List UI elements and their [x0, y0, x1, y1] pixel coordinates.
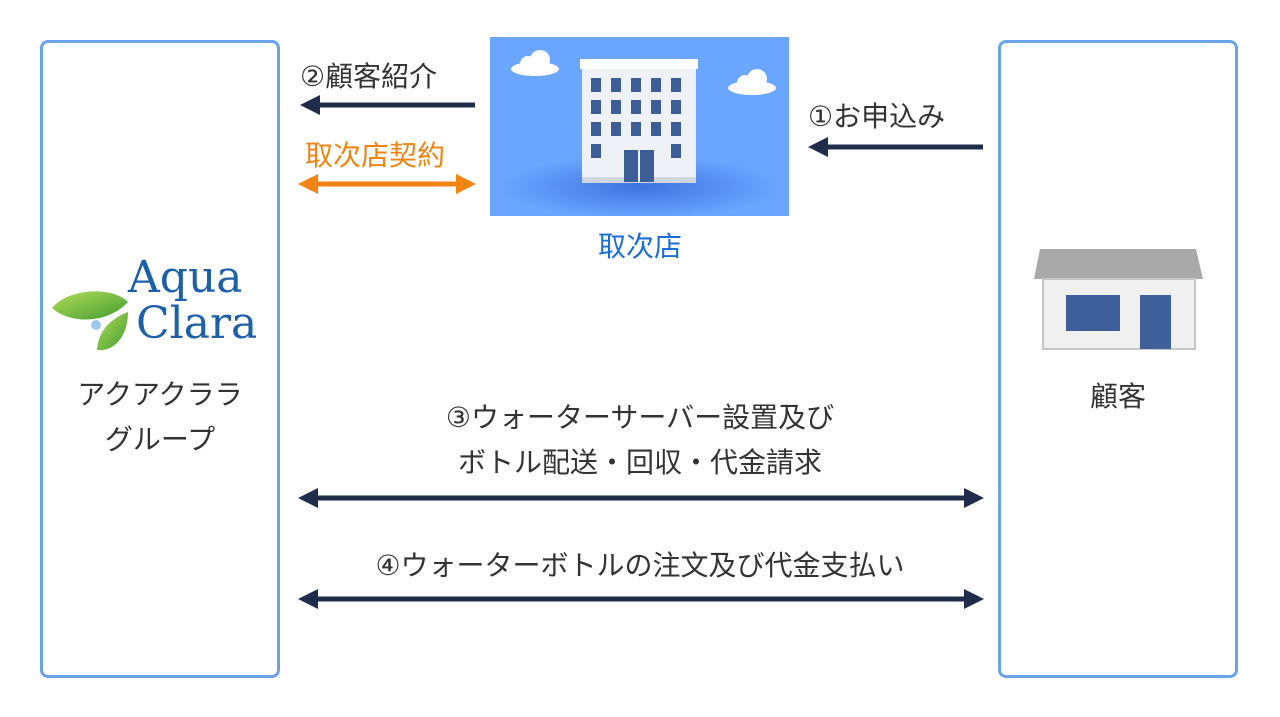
delivery-double-arrow: [298, 488, 984, 508]
customer-label: 顧客: [1089, 380, 1146, 413]
customer-panel: [998, 40, 1238, 678]
office-building-icon: [580, 59, 698, 183]
delivery-label-line1: ③ウォーターサーバー設置及び: [445, 401, 835, 434]
delivery-label: ③ウォーターサーバー設置及び ボトル配送・回収・代金請求: [300, 396, 980, 486]
ground-shadow: [500, 155, 780, 216]
aqua-clara-name-line1: アクアクララ: [77, 378, 243, 411]
contract-double-arrow: [298, 174, 476, 194]
agency-contract-label: 取次店契約: [305, 139, 446, 172]
leaf-icon: [52, 291, 128, 351]
agency-label: 取次店: [597, 230, 682, 263]
application-arrow: [808, 137, 983, 157]
logo-word-clara: Clara: [136, 298, 257, 349]
referral-arrow: [300, 95, 475, 115]
logo-word-aqua: Aqua: [127, 252, 243, 303]
agency-building-illustration: [490, 37, 789, 216]
order-payment-label: ④ウォーターボトルの注文及び代金支払い: [375, 549, 905, 582]
water-drop-icon: [91, 320, 101, 330]
cloud-icon: [511, 50, 559, 76]
order-double-arrow: [298, 589, 984, 609]
application-label: ①お申込み: [808, 100, 946, 133]
aqua-clara-panel: [40, 40, 280, 678]
customer-referral-label: ②顧客紹介: [300, 60, 438, 93]
house-icon: [1034, 249, 1203, 350]
delivery-label-line2: ボトル配送・回収・代金請求: [457, 445, 822, 479]
aqua-clara-group-label: アクアクララ グループ: [40, 373, 280, 463]
aqua-clara-name-line2: グループ: [104, 422, 216, 456]
aqua-clara-logo: Aqua Clara: [52, 252, 257, 351]
cloud-icon: [728, 69, 776, 95]
